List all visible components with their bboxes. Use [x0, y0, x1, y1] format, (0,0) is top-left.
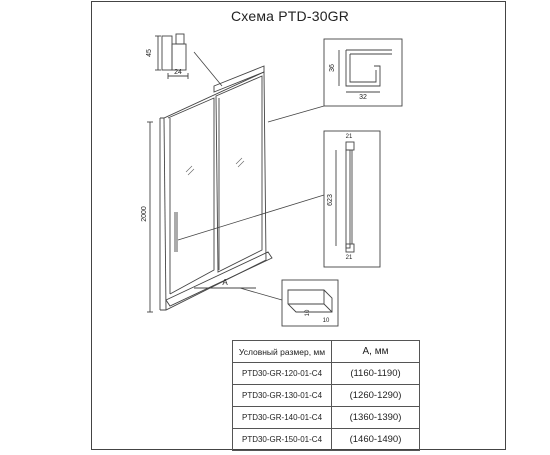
handle-bottom-label: 21 — [346, 255, 353, 261]
handle-leader — [177, 194, 325, 241]
guide-drawing — [287, 289, 333, 313]
table-cell-range: (1360-1390) — [331, 406, 420, 429]
handle-box — [323, 130, 381, 268]
guide-height-label: 10 — [305, 309, 311, 316]
profile-detail — [155, 33, 189, 79]
table-cell-model: PTD30-GR-150-01-C4 — [232, 428, 332, 451]
table-cell-range: (1260-1290) — [331, 384, 420, 407]
table-header-row: Условный размер, мм А, мм — [232, 340, 420, 363]
handle-top-label: 21 — [346, 134, 353, 140]
height-dimension-label: 2000 — [141, 206, 148, 222]
guide-width-label: 10 — [323, 318, 330, 324]
guide-leader — [239, 287, 283, 301]
handle-drawing — [335, 141, 355, 253]
header-nominal-size: Условный размер, мм — [232, 340, 332, 363]
header-a-mm: А, мм — [331, 340, 420, 363]
guide-box — [281, 279, 339, 327]
section-box — [323, 38, 403, 107]
table-cell-model: PTD30-GR-130-01-C4 — [232, 384, 332, 407]
table-cell-range: (1460-1490) — [331, 428, 420, 451]
section-height-label: 36 — [329, 64, 336, 72]
size-table: Условный размер, мм А, мм PTD30-GR-120-0… — [232, 340, 420, 451]
profile-leader — [193, 51, 223, 87]
profile-width-label: 24 — [174, 69, 182, 76]
section-profile — [338, 49, 392, 93]
table-cell-model: PTD30-GR-140-01-C4 — [232, 406, 332, 429]
glass-marks — [185, 157, 245, 176]
profile-height-label: 45 — [146, 49, 153, 57]
main-door — [147, 65, 273, 313]
section-leader — [267, 105, 325, 123]
table-cell-model: PTD30-GR-120-01-C4 — [232, 362, 332, 385]
width-dimension-label: A — [222, 278, 228, 287]
table-row: PTD30-GR-120-01-C4 (1160-1190) — [232, 362, 420, 385]
table-row: PTD30-GR-150-01-C4 (1460-1490) — [232, 428, 420, 451]
table-row: PTD30-GR-130-01-C4 (1260-1290) — [232, 384, 420, 407]
handle-length-label: 623 — [327, 194, 334, 206]
table-row: PTD30-GR-140-01-C4 (1360-1390) — [232, 406, 420, 429]
section-width-label: 32 — [359, 94, 367, 101]
table-cell-range: (1160-1190) — [331, 362, 420, 385]
schematic-title: Схема PTD-30GR — [231, 8, 350, 24]
